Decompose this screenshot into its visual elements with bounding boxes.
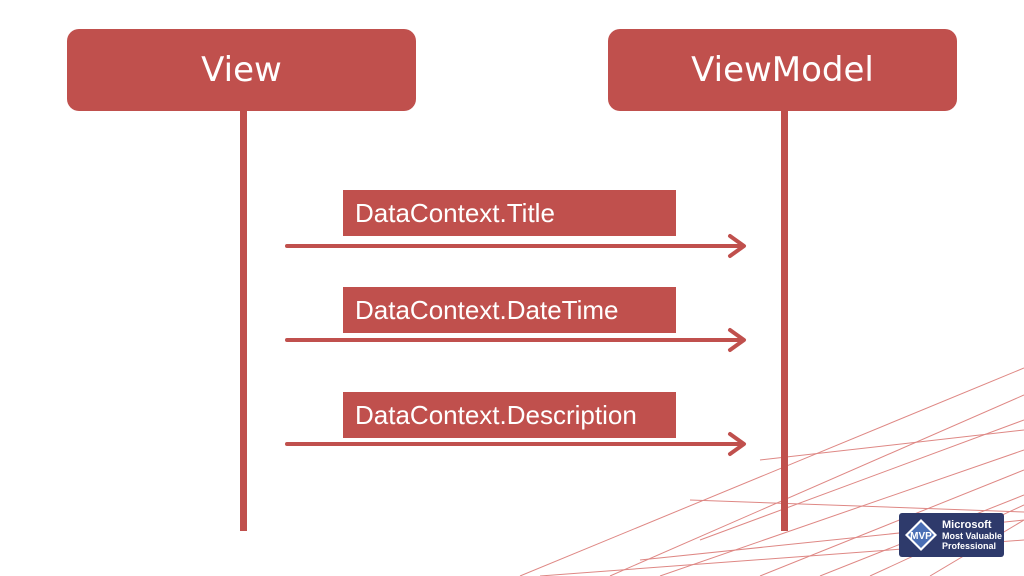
message-label-datetime-text: DataContext.DateTime: [355, 294, 619, 325]
message-label-datetime: DataContext.DateTime: [343, 287, 676, 333]
view-lifeline: [240, 111, 247, 531]
mvp-logo-icon: MVP: [905, 519, 937, 551]
mvp-logo-text: MVP: [910, 531, 932, 542]
viewmodel-header-label: ViewModel: [691, 50, 874, 90]
mvp-line3: Professional: [942, 541, 997, 551]
mvp-badge-text: Microsoft Most Valuable Professional: [942, 519, 1002, 551]
arrow-datetime: [285, 328, 746, 352]
mvp-line2: Most Valuable: [942, 531, 1003, 541]
view-header-label: View: [201, 50, 282, 90]
mvp-badge: MVP Microsoft Most Valuable Professional: [899, 513, 1004, 557]
message-label-title-text: DataContext.Title: [355, 197, 555, 228]
viewmodel-header: ViewModel: [608, 29, 957, 111]
message-label-description: DataContext.Description: [343, 392, 676, 438]
mvp-line1: Microsoft: [942, 519, 992, 531]
message-label-description-text: DataContext.Description: [355, 399, 637, 430]
arrow-description: [285, 432, 746, 456]
arrow-title: [285, 234, 746, 258]
viewmodel-lifeline: [781, 111, 788, 531]
message-label-title: DataContext.Title: [343, 190, 676, 236]
view-header: View: [67, 29, 416, 111]
